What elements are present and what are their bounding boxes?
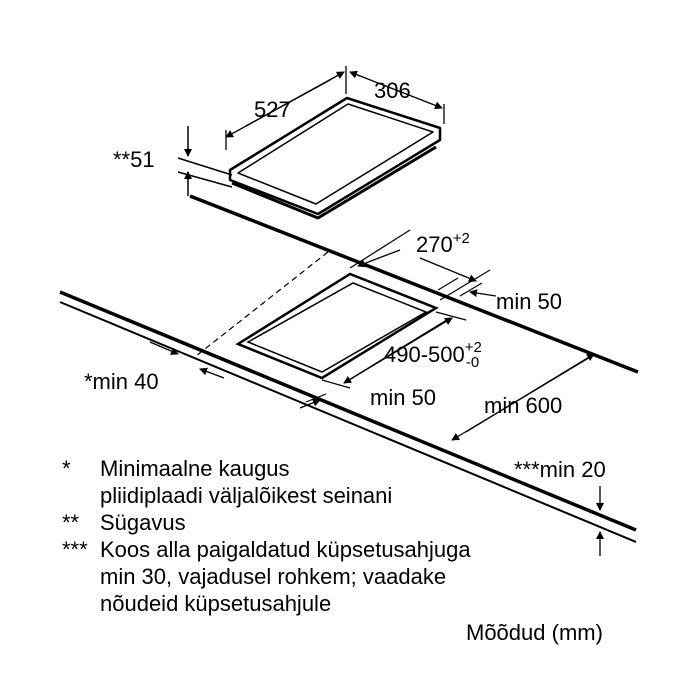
under-gap-label: ***min 20: [514, 457, 606, 482]
hob-top-inner: [237, 103, 434, 205]
hob-top-outer: [228, 96, 442, 216]
cutout-inner: [246, 282, 428, 373]
back-gap-dimension: [437, 277, 497, 298]
hob-side-lines: [177, 157, 233, 188]
cutout-depth-dimension: [349, 229, 491, 301]
note-3-marker: ***: [62, 537, 88, 562]
units-label: Mõõdud (mm): [466, 620, 603, 645]
depth-label: 306: [374, 78, 411, 103]
cutout-width-value: 490-500: [384, 342, 465, 367]
note-2-line-1: Sügavus: [100, 510, 186, 535]
cutout: [235, 272, 439, 380]
depth-dimension: [349, 70, 445, 124]
width-label: 527: [254, 97, 291, 122]
note-3-line-3: nõudeid küpsetusahjule: [100, 591, 331, 616]
width-dimension: [225, 66, 347, 150]
side-gap-label: *min 40: [84, 369, 159, 394]
height-label: **51: [113, 147, 155, 172]
note-3-line-1: Koos alla paigaldatud küpsetusahjuga: [100, 537, 471, 562]
cutout-width-label: 490-500+2-0: [384, 339, 482, 371]
countertop: [59, 194, 639, 543]
cutout-outer: [235, 272, 439, 380]
hob-unit: [228, 96, 442, 220]
cutout-depth-label: 270+2: [416, 230, 470, 257]
front-gap-label: min 50: [370, 385, 436, 410]
cutout-depth-tolerance: +2: [453, 230, 470, 247]
back-gap-label: min 50: [496, 289, 562, 314]
side-gap-dimension: [149, 341, 225, 379]
footnotes: * Minimaalne kaugus pliidiplaadi väljalõ…: [62, 456, 471, 616]
note-2-marker: **: [62, 510, 80, 535]
front-gap-dimension: [299, 393, 327, 409]
cutout-width-dimension: [321, 311, 467, 389]
note-1-marker: *: [62, 456, 71, 481]
cutout-width-tol-minus: -0: [466, 354, 479, 371]
note-1-line-1: Minimaalne kaugus: [100, 456, 290, 481]
cutout-depth-value: 270: [416, 232, 453, 257]
note-3-line-2: min 30, vajadusel rohkem; vaadake: [100, 564, 446, 589]
total-depth-dimension: [451, 353, 595, 441]
hob-bottom-edge: [231, 145, 437, 220]
total-depth-label: min 600: [484, 393, 562, 418]
cutout-width-tol-plus: +2: [465, 339, 482, 356]
note-1-line-2: pliidiplaadi väljalõikest seinani: [100, 483, 392, 508]
